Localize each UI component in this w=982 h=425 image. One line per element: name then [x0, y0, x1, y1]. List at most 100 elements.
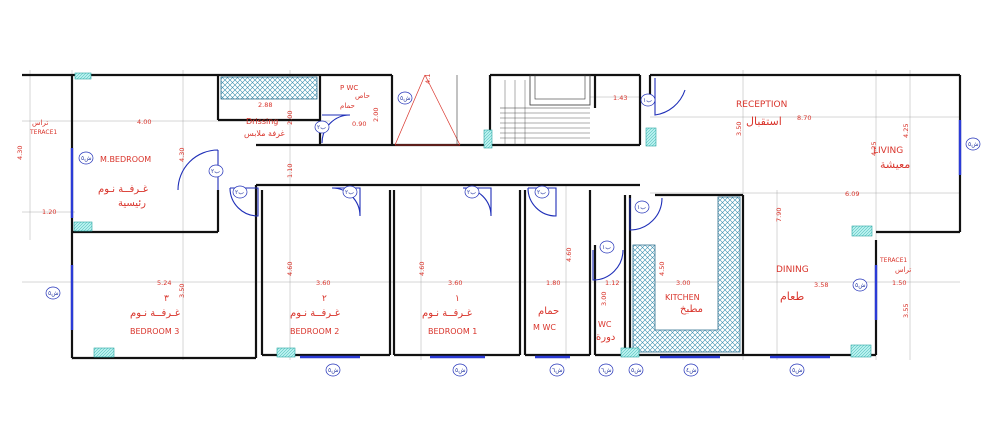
svg-text:ش٥: ش٥	[48, 290, 59, 297]
door-tag-bed3: ب٢	[232, 185, 248, 199]
dimension-labels: 4.00 4.30 4.30 1.20 2.88 2.00 2.00 0.90 …	[16, 74, 910, 318]
bedroom1-ar: غـرفــة نـوم	[422, 308, 472, 319]
stairs	[394, 74, 591, 146]
pwc-ar2: حمام	[340, 102, 355, 110]
svg-text:ب٢: ب٢	[317, 124, 326, 131]
dim-3-50b: 3.50	[178, 284, 186, 298]
bedroom3-ar: غـرفــة نـوم	[130, 308, 180, 319]
window-tag-kitchen-a: ش٥	[628, 363, 644, 377]
terace-right-en: TERACE1	[879, 257, 907, 264]
svg-text:ب١: ب١	[643, 97, 652, 104]
dim-1-80: 1.80	[546, 279, 560, 287]
bedroom2-ar: غـرفــة نـوم	[290, 308, 340, 319]
dining-ar: طعام	[780, 290, 804, 303]
columns	[73, 72, 873, 358]
door-tag-wc: ب١	[599, 240, 615, 254]
dim-2-00a: 2.00	[286, 111, 294, 125]
dim-3-60b: 3.60	[448, 279, 462, 287]
mbedroom-en: M.BEDROOM	[100, 155, 151, 164]
dim-5-24: 5.24	[157, 279, 171, 287]
svg-text:ب٢: ب٢	[211, 168, 220, 175]
mwc-ar: حمام	[538, 306, 559, 317]
window-tag-kitchen-b: ش٤	[683, 363, 699, 377]
dim-3-55: 3.55	[902, 304, 910, 318]
door-tag-mwc: ب٢	[534, 185, 550, 199]
dim-3-50a: 3.50	[735, 122, 743, 136]
window-tag-living: ش٥	[965, 137, 981, 151]
dim-1-50: 1.50	[892, 279, 906, 287]
dim-7-90: 7.90	[775, 208, 783, 222]
dim-2-88: 2.88	[258, 101, 272, 109]
dim-1-12: 1.12	[605, 279, 619, 287]
dim-4-25a: 4.25	[902, 124, 910, 138]
window-tags: ش٥ ش٥ ش٥ ش٥ ش٥ ش٦ ش٦ ش٥ ش٤ ش٥ ش٥ ش٥	[45, 91, 981, 377]
bedroom2-num: ٢	[322, 294, 327, 304]
window-tag-terace-r: ش٥	[852, 278, 868, 292]
dim-4-50: 4.50	[658, 262, 666, 276]
kitchen-counters	[632, 196, 741, 353]
svg-text:ش٥: ش٥	[328, 367, 339, 374]
svg-text:ش٦: ش٦	[601, 367, 612, 374]
windows	[70, 120, 962, 359]
dim-6-09: 6.09	[845, 190, 859, 198]
svg-text:ب١: ب١	[602, 244, 611, 251]
svg-text:ش٥: ش٥	[81, 155, 92, 162]
dim-4-60b: 4.60	[418, 262, 426, 276]
dim-4-30a: 4.30	[16, 146, 24, 160]
window-tag-bed1: ش٥	[452, 363, 468, 377]
dim-3-00b: 3.00	[676, 279, 690, 287]
mbedroom-ar2: رئيسية	[118, 198, 146, 209]
dim-2-00b: 2.00	[372, 108, 380, 122]
svg-text:ش٦: ش٦	[552, 367, 563, 374]
svg-text:ش٤: ش٤	[686, 367, 697, 374]
bedroom2-en: BEDROOM 2	[290, 327, 339, 336]
dim-4-60a: 4.60	[286, 262, 294, 276]
svg-text:ش٥: ش٥	[400, 95, 411, 102]
dim-4-25b: 4.25	[870, 142, 878, 156]
dim-4-30b: 4.30	[178, 148, 186, 162]
bedroom3-num: ٣	[164, 294, 169, 304]
terace-left-en: TERACE1	[29, 129, 57, 136]
mwc-en: M WC	[533, 323, 556, 332]
door-tags: ب٢ ب٢ ب٢ ب٢ ب٢ ب٢ ب١ ب١ ب١	[208, 93, 656, 254]
svg-text:ش٥: ش٥	[792, 367, 803, 374]
window-tag-bed2: ش٥	[325, 363, 341, 377]
dim-1-10: 1.10	[286, 164, 294, 178]
kitchen-en: KITCHEN	[665, 293, 700, 302]
terace-right-ar: تراس	[895, 266, 911, 274]
kitchen-ar: مطبخ	[680, 304, 703, 315]
door-tag-entry: ب١	[640, 93, 656, 107]
svg-text:ش٥: ش٥	[455, 367, 466, 374]
dim-0-90: 0.90	[352, 120, 366, 128]
bedroom3-en: BEDROOM 3	[130, 327, 179, 336]
reception-en: RECEPTION	[736, 100, 787, 110]
svg-text:ب٢: ب٢	[467, 189, 476, 196]
living-en: LIVING	[873, 146, 903, 156]
dressing-hatch	[220, 76, 318, 100]
window-tag-stair: ش٥	[397, 91, 413, 105]
dim-3-58: 3.58	[814, 281, 828, 289]
dining-en: DINING	[776, 265, 809, 275]
dim-3-00a: 3.00	[600, 292, 608, 306]
window-tag-wc: ش٦	[598, 363, 614, 377]
svg-text:ش٥: ش٥	[968, 141, 979, 148]
mbedroom-ar1: غـرفــة نـوم	[98, 184, 148, 195]
living-ar: معيشة	[880, 158, 910, 171]
bedroom1-num: ١	[455, 294, 460, 304]
svg-text:ب٢: ب٢	[537, 189, 546, 196]
dim-8-70: 8.70	[797, 114, 811, 122]
dim-3-60a: 3.60	[316, 279, 330, 287]
pwc-en: P WC	[340, 84, 358, 92]
wc-en: WC	[598, 320, 612, 329]
bedroom1-en: BEDROOM 1	[428, 327, 477, 336]
room-labels: تراس TERACE1 M.BEDROOM غـرفــة نـوم رئيس…	[29, 84, 911, 343]
window-tag-left: ش٥	[45, 286, 61, 300]
pwc-ar1: حاص	[355, 92, 370, 100]
door-tag-bed1: ب٢	[464, 185, 480, 199]
svg-text:ش٥: ش٥	[631, 367, 642, 374]
svg-text:ب١: ب١	[637, 204, 646, 211]
dim-4-1: 4.1	[424, 74, 432, 84]
window-tag-mwc: ش٦	[549, 363, 565, 377]
svg-text:ب٢: ب٢	[235, 189, 244, 196]
